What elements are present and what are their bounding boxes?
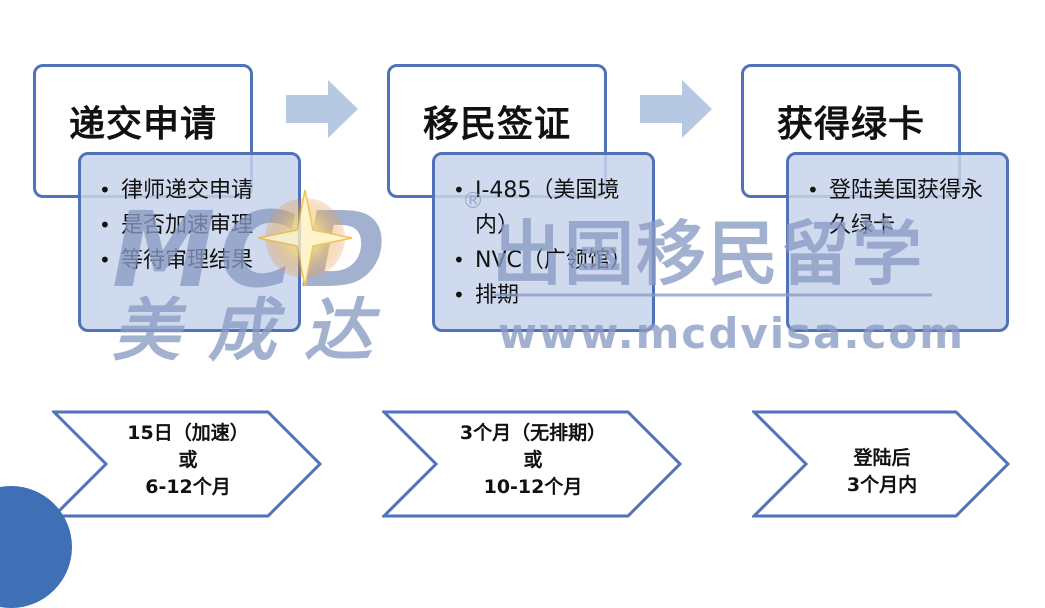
chevron-shape [52, 410, 323, 518]
chevron-shape [382, 410, 683, 518]
stage-title: 递交申请 [68, 104, 217, 145]
detail-item: 是否加速审理 [99, 208, 286, 243]
timeline-line: 15日（加速） [127, 422, 249, 444]
chevron-shape [752, 410, 1011, 518]
timeline-line: 或 [523, 449, 543, 471]
detail-item: 登陆美国获得永久绿卡 [807, 173, 994, 243]
detail-box-visa: I-485（美国境内） NVC（广领馆） 排期 [432, 152, 655, 332]
detail-item: I-485（美国境内） [453, 173, 640, 243]
timeline-line: 10-12个月 [483, 476, 583, 498]
timeline-line: 3个月（无排期） [459, 422, 607, 444]
stage-title: 获得绿卡 [776, 104, 925, 145]
detail-item: NVC（广领馆） [453, 243, 640, 278]
timeline-line: 3个月内 [846, 474, 918, 496]
timeline-line: 登陆后 [853, 447, 911, 469]
timeline-text-greencard: 登陆后 3个月内 [806, 445, 958, 499]
detail-box-submit: 律师递交申请 是否加速审理 等待审理结果 [78, 152, 301, 332]
detail-item: 律师递交申请 [99, 173, 286, 208]
timeline-line: 6-12个月 [145, 476, 231, 498]
detail-item: 等待审理结果 [99, 243, 286, 278]
detail-box-greencard: 登陆美国获得永久绿卡 [786, 152, 1009, 332]
flow-arrow-icon [640, 80, 712, 138]
detail-list: 登陆美国获得永久绿卡 [807, 173, 994, 243]
flow-arrow-icon [286, 80, 358, 138]
detail-list: 律师递交申请 是否加速审理 等待审理结果 [99, 173, 286, 278]
detail-item: 排期 [453, 278, 640, 313]
timeline-text-submit: 15日（加速） 或 6-12个月 [106, 420, 270, 501]
timeline-text-visa: 3个月（无排期） 或 10-12个月 [436, 420, 630, 501]
stage-title: 移民签证 [422, 104, 571, 145]
timeline-line: 或 [178, 449, 198, 471]
detail-list: I-485（美国境内） NVC（广领馆） 排期 [453, 173, 640, 313]
